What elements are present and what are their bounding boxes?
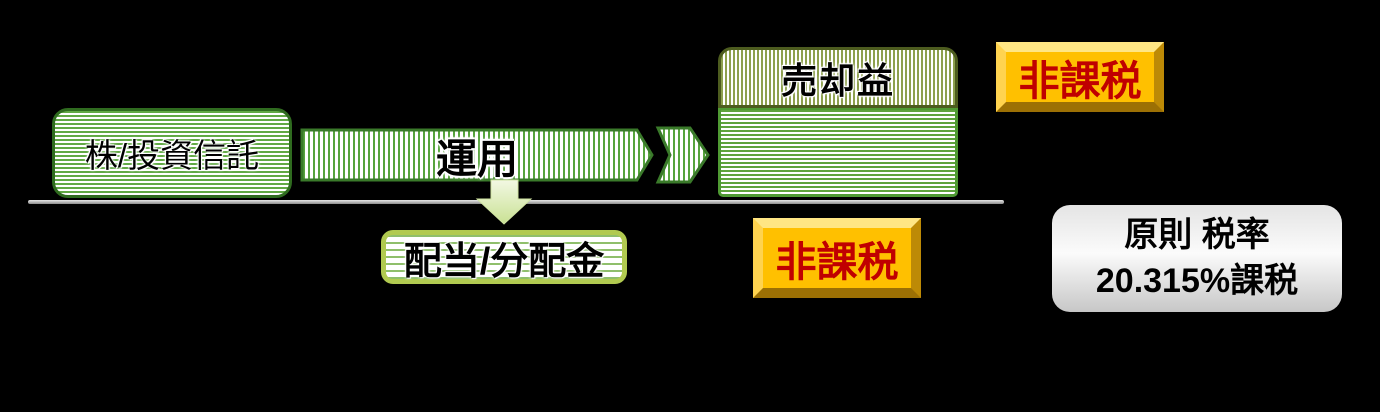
operation-label: 運用 [436,136,518,182]
gain-tax-free-label: 非課税 [1018,58,1142,104]
tax-rate-note-line2: 20.315%課税 [1095,261,1299,300]
asset-box: 株/投資信託 [52,108,292,198]
gain-box-header: 売却益 [718,47,958,108]
flow-arrow-icon [300,126,710,184]
gain-tax-free-badge: 非課税 [996,42,1164,112]
dividend-tax-free-label: 非課税 [775,239,899,285]
tax-rate-note: 原則 税率 20.315%課税 [1052,205,1342,312]
tax-rate-note-line1: 原則 税率 [1124,215,1270,254]
dividend-box-label: 配当/分配金 [403,240,605,283]
dividend-tax-free-badge: 非課税 [753,218,921,298]
chevron-icon [655,126,710,184]
gain-box-label: 売却益 [780,59,895,101]
flow-band [300,128,654,182]
gain-box: 売却益 [718,47,958,197]
gain-box-body [718,108,958,197]
asset-box-label: 株/投資信託 [84,137,260,174]
down-arrow-icon [475,179,533,225]
dividend-box: 配当/分配金 [381,230,627,284]
